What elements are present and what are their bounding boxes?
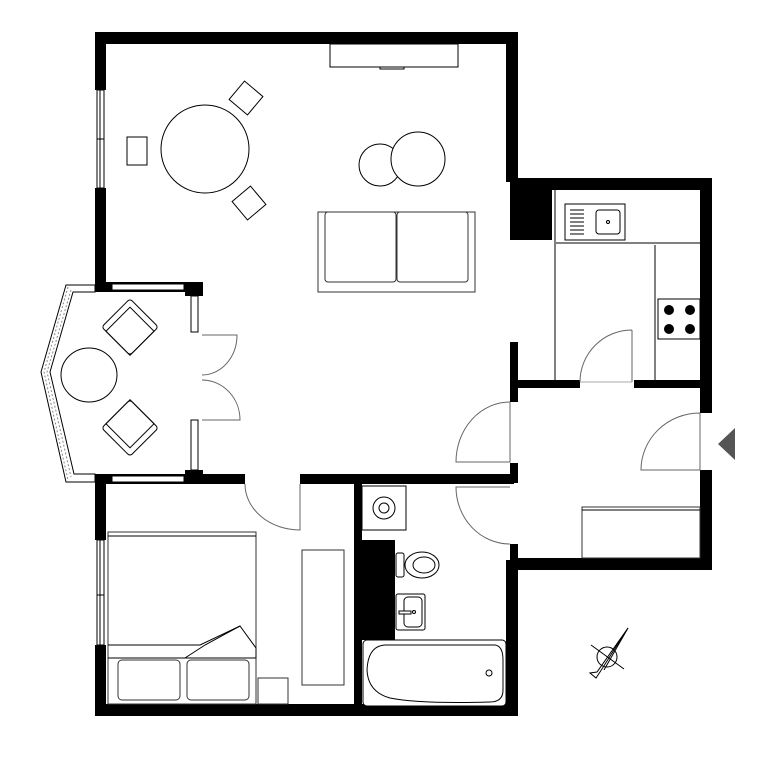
north-compass-icon	[588, 627, 629, 679]
bed	[107, 531, 257, 705]
kitchen-sink	[564, 203, 626, 241]
sofa	[317, 211, 476, 293]
wardrobe	[301, 549, 345, 686]
windows	[96, 89, 199, 646]
kitchen	[554, 190, 701, 383]
living-room	[60, 43, 476, 456]
chair	[231, 185, 267, 221]
nightstand	[257, 677, 289, 705]
stove	[657, 298, 701, 340]
bathtub	[362, 639, 507, 707]
doors	[201, 329, 701, 545]
bedroom	[107, 531, 345, 705]
chair	[228, 80, 264, 116]
bathroom-sink	[395, 593, 426, 631]
tv-cabinet	[329, 43, 459, 68]
entrance-arrow-icon	[718, 428, 735, 460]
bathroom	[361, 485, 507, 707]
toilet	[395, 551, 440, 579]
dining-table	[160, 104, 250, 194]
ottoman	[390, 131, 446, 187]
walls	[95, 32, 712, 716]
hall-cabinet	[581, 506, 701, 559]
chair	[126, 136, 148, 166]
side-table	[60, 347, 118, 403]
